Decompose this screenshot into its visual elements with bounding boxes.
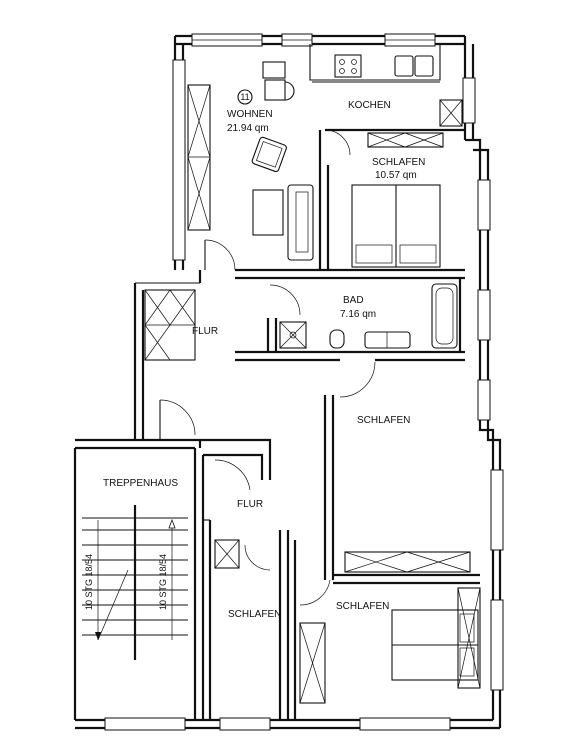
room-name-kochen: KOCHEN bbox=[348, 100, 391, 111]
room-area-schlafen1: 10.57 qm bbox=[375, 170, 417, 181]
room-name-schlafen3: SCHLAFEN bbox=[228, 609, 281, 620]
labels: 11 WOHNEN 21.94 qm KOCHEN SCHLAFEN 10.57… bbox=[84, 89, 425, 620]
apartment-number: 11 bbox=[237, 89, 253, 105]
interior-walls bbox=[198, 44, 480, 720]
doors bbox=[159, 129, 376, 606]
room-name-wohnen: WOHNEN bbox=[227, 109, 273, 120]
apartment-number-text: 11 bbox=[240, 92, 249, 102]
room-area-bad: 7.16 qm bbox=[340, 309, 376, 320]
room-name-flur2: FLUR bbox=[237, 499, 263, 510]
room-name-treppenhaus: TREPPENHAUS bbox=[103, 478, 178, 489]
furniture bbox=[144, 54, 481, 704]
room-name-schlafen2: SCHLAFEN bbox=[357, 415, 410, 426]
stairs bbox=[82, 505, 188, 660]
stair-label-right: 10 STG 18/54 bbox=[158, 554, 168, 610]
room-name-flur1: FLUR bbox=[192, 326, 218, 337]
stair-label-left: 10 STG 18/54 bbox=[84, 554, 94, 610]
room-name-bad: BAD bbox=[343, 295, 364, 306]
room-name-schlafen4: SCHLAFEN bbox=[336, 601, 389, 612]
windows bbox=[104, 33, 504, 731]
room-area-wohnen: 21.94 qm bbox=[227, 123, 269, 134]
room-name-schlafen1: SCHLAFEN bbox=[372, 157, 425, 168]
